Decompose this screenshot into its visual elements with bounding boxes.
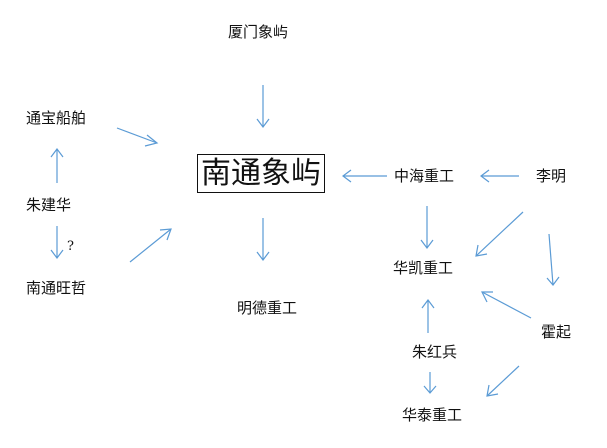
edge-zhonghai-to-center bbox=[342, 169, 387, 183]
edge-zhujianhua-to-tongbao bbox=[50, 148, 64, 183]
edge-zhonghai-to-huakai bbox=[420, 206, 434, 249]
node-liming: 李明 bbox=[536, 167, 567, 185]
node-center: 南通象屿 bbox=[197, 154, 325, 193]
edge-liming-to-huoqi bbox=[546, 233, 560, 286]
edge-xiamen-to-center bbox=[256, 85, 270, 128]
node-huoqi: 霍起 bbox=[541, 323, 572, 341]
node-nantong-wangzhe: 南通旺哲 bbox=[26, 279, 87, 297]
edge-zhujianhua-to-wangzhe bbox=[50, 226, 64, 259]
edge-center-to-mingde bbox=[256, 218, 270, 261]
edge-zhuhongbing-to-huakai bbox=[421, 299, 435, 333]
edge-liming-to-huakai bbox=[475, 211, 524, 257]
node-xiamen: 厦门象屿 bbox=[228, 23, 289, 41]
question-mark-label: ? bbox=[67, 239, 74, 254]
edge-huoqi-to-huakai bbox=[481, 291, 532, 319]
edge-huoqi-to-huatai bbox=[486, 365, 520, 397]
edge-liming-to-zhonghai bbox=[480, 169, 519, 183]
node-zhujianhua: 朱建华 bbox=[26, 196, 72, 214]
edge-tongbao-to-center bbox=[116, 127, 159, 147]
node-tongbao: 通宝船舶 bbox=[26, 109, 87, 127]
node-huakai: 华凯重工 bbox=[393, 259, 454, 277]
node-zhonghai: 中海重工 bbox=[394, 167, 455, 185]
node-zhuhongbing: 朱红兵 bbox=[412, 343, 458, 361]
edge-zhuhongbing-to-huatai bbox=[423, 372, 437, 394]
edge-wangzhe-to-center bbox=[129, 228, 172, 263]
node-huatai: 华泰重工 bbox=[402, 406, 463, 424]
node-mingde: 明德重工 bbox=[237, 299, 298, 317]
